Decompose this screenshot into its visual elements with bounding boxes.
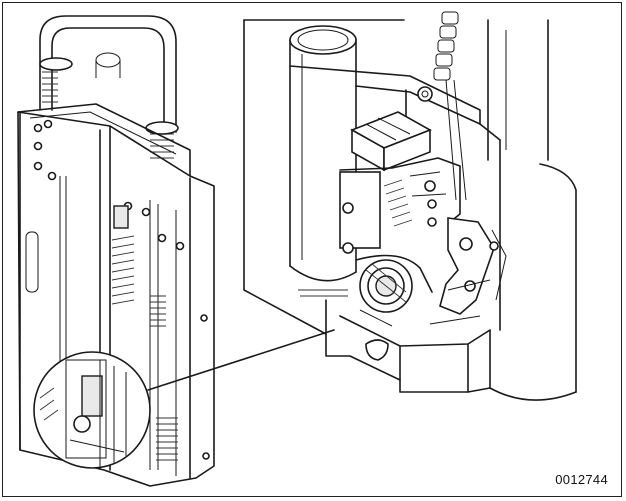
- right-assembly: [243, 11, 577, 401]
- figure-id-label: 0012744: [555, 472, 608, 487]
- callout-leader-line: [147, 329, 335, 391]
- lever-arm: [439, 217, 495, 315]
- chain: [433, 11, 467, 201]
- left-assembly: [17, 15, 215, 487]
